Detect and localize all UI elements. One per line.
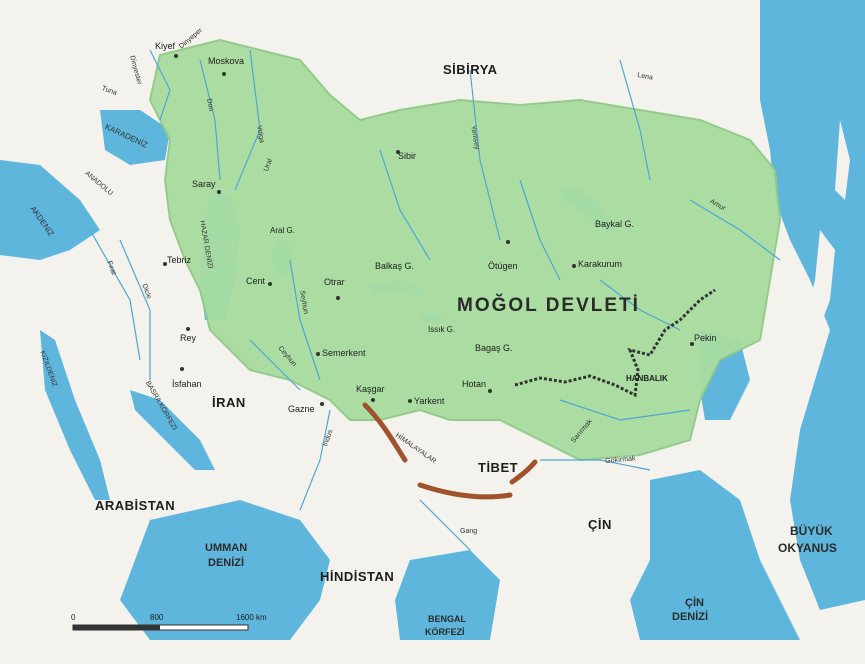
city-otugen: Ötügen (488, 261, 518, 271)
mediterranean-sea (0, 160, 100, 260)
city-saray: Saray (192, 179, 216, 189)
sea-bengal-line1: BENGAL (428, 614, 466, 624)
river-gang: Gang (460, 528, 478, 535)
region-tibet: TİBET (478, 460, 519, 475)
rivers (89, 49, 781, 551)
city-semerkent: Semerkent (322, 348, 366, 358)
city-dot-isfahan (180, 367, 184, 371)
empire-area (148, 38, 782, 462)
city-moskova: Moskova (208, 56, 245, 66)
city-hotan: Hotan (462, 379, 487, 389)
bay-of-bengal (395, 550, 500, 640)
city-dot-karakurum (572, 264, 576, 268)
region-sibirya: SİBİRYA (443, 62, 498, 77)
city-kasgar: Kaşgar (356, 384, 385, 394)
city-hanbalik: HANBALIK (626, 374, 668, 383)
city-dot-moskova (222, 72, 226, 76)
china-sea (630, 470, 800, 640)
sea-umman-line1: UMMAN (205, 542, 248, 554)
city-dot-gazne (320, 402, 324, 406)
city-dot-semerkent (316, 352, 320, 356)
sea-cin-denizi-line1: ÇİN (685, 597, 704, 609)
region-cin: ÇİN (588, 517, 612, 532)
sea-bengal-line2: KÖRFEZİ (425, 627, 465, 637)
arabian-sea (120, 500, 330, 640)
japan-island (790, 230, 835, 380)
city-dot-tebriz (163, 262, 167, 266)
city-dot-yarkent (408, 399, 412, 403)
city-dot-hotan (488, 389, 492, 393)
sea-cin-denizi-line2: DENİZİ (672, 611, 709, 623)
persian-gulf (130, 390, 215, 470)
city-dot-cent (268, 282, 272, 286)
lake-baykal: Baykal G. (595, 219, 635, 229)
city-dot-otugen (506, 240, 510, 244)
sea-buyuk-okyanus-line2: OKYANUS (778, 541, 837, 555)
sea-umman-line2: DENİZİ (208, 557, 245, 569)
city-dot-saray (217, 190, 221, 194)
city-gazne: Gazne (288, 404, 315, 414)
city-pekin: Pekin (694, 333, 717, 343)
city-kiyef: Kiyef (155, 41, 176, 51)
city-karakurum: Karakurum (578, 259, 623, 269)
region-iran: İRAN (212, 395, 246, 410)
sakhalin-island (835, 120, 850, 200)
himalaya-line-2 (417, 482, 513, 500)
lake-bagas: Bagaş G. (475, 343, 513, 353)
city-tebriz: Tebriz (167, 255, 192, 265)
scale-bar (72, 624, 249, 631)
city-dot-rey (186, 327, 190, 331)
region-arabistan: ARABİSTAN (95, 498, 176, 513)
city-isfahan: İsfahan (172, 379, 202, 389)
map-title: MOĞOL DEVLETİ (457, 295, 640, 316)
city-dot-pekin (690, 342, 694, 346)
himalaya-line (362, 402, 408, 463)
scale-end: 1600 km (236, 613, 267, 622)
black-sea (100, 110, 170, 165)
city-yarkent: Yarkent (414, 396, 445, 406)
scale-mid: 800 (150, 613, 164, 622)
scale-zero: 0 (71, 613, 76, 622)
city-dot-kasgar (371, 398, 375, 402)
lake-aral: Aral G. (270, 226, 295, 235)
city-dot-sibir (396, 150, 400, 154)
lake-balkas: Balkaş G. (375, 261, 415, 271)
city-dot-kiyef (174, 54, 178, 58)
sea-buyuk-okyanus-line1: BÜYÜK (790, 524, 833, 538)
red-sea (40, 330, 110, 500)
city-rey: Rey (180, 333, 197, 343)
city-dot-otrar (336, 296, 340, 300)
city-sibir: Sibir (398, 151, 417, 161)
himalaya-line-3 (509, 459, 538, 485)
great-wall (514, 288, 716, 398)
region-hindistan: HİNDİSTAN (320, 569, 395, 584)
lake-issik: Issık G. (428, 325, 456, 334)
city-otrar: Otrar (324, 277, 345, 287)
city-cent: Cent (246, 276, 266, 286)
